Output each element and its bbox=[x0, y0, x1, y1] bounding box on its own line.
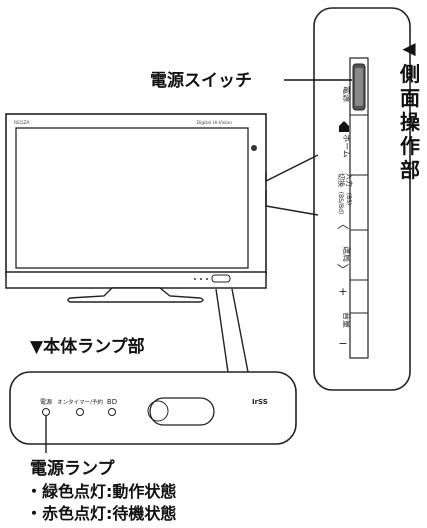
bd-lamp bbox=[108, 408, 116, 416]
title-char-3: 操 bbox=[400, 110, 421, 134]
body-lamp-heading: ▼本体ランプ部 bbox=[30, 336, 145, 357]
title-char-5: 部 bbox=[400, 158, 420, 182]
title-marker: ◀ bbox=[402, 39, 416, 59]
side-wedge-top bbox=[265, 154, 319, 183]
power-switch-highlight bbox=[355, 68, 363, 106]
lamp-leader-right bbox=[231, 288, 249, 373]
lamp-label-sensor: IrSS bbox=[252, 398, 268, 406]
power-switch-callout: 電源スイッチ bbox=[150, 70, 252, 91]
tv-set: REGZA Digital Hi-Vision bbox=[5, 113, 267, 303]
legend-title: 電源ランプ bbox=[30, 458, 115, 479]
power-lamp-legend: 電源ランプ ・緑色点灯:動作状態 ・赤色点灯:待機状態 bbox=[26, 458, 176, 523]
title-char-4: 作 bbox=[400, 134, 420, 158]
title-char-2: 面 bbox=[400, 86, 420, 110]
tv-brand-right: Digital Hi-Vision bbox=[197, 120, 233, 126]
tv-brand-left: REGZA bbox=[14, 120, 31, 126]
remote-sensor-ring bbox=[147, 400, 169, 422]
volume-up-icon: + bbox=[338, 285, 347, 298]
lamp-label-ontimer: オンタイマー/予約 bbox=[57, 398, 103, 406]
side-input-label-d: (BS/Bd) bbox=[337, 192, 344, 214]
channel-down-icon: ﹀ bbox=[337, 263, 349, 277]
tv-sensor bbox=[251, 145, 257, 151]
tv-stand bbox=[67, 287, 204, 303]
ontimer-lamp bbox=[76, 408, 84, 416]
tv-lamp-window bbox=[211, 274, 231, 283]
lamp-label-power: 電源 bbox=[40, 398, 52, 406]
power-lamp bbox=[42, 408, 50, 416]
side-panel: 電源 ホーム 入力 切換 (BS) (BS/Bd) ︿ 選局 ﹀ + 音量 − bbox=[313, 7, 411, 391]
title-char-1: 側 bbox=[399, 62, 420, 86]
lamp-panel: 電源 オンタイマー/予約 BD IrSS bbox=[9, 371, 297, 445]
side-volume-label: 音量 bbox=[342, 312, 352, 328]
legend-line-red: ・赤色点灯:待機状態 bbox=[26, 504, 176, 523]
side-input-label-c: (BS) bbox=[345, 193, 352, 206]
side-power-label: 電源 bbox=[342, 86, 351, 102]
home-icon bbox=[339, 121, 349, 132]
lamp-label-bd: BD bbox=[107, 398, 117, 406]
side-home-label: ホーム bbox=[342, 134, 351, 158]
volume-down-icon: − bbox=[338, 337, 347, 350]
channel-up-icon: ︿ bbox=[337, 217, 349, 231]
side-channel-label: 選局 bbox=[342, 246, 352, 262]
tv-screen bbox=[15, 127, 249, 269]
side-button-column bbox=[349, 57, 369, 359]
side-panel-title: ◀ 側 面 操 作 部 bbox=[399, 39, 421, 182]
side-input-label-b: 切換 bbox=[337, 173, 346, 187]
side-wedge-bottom bbox=[265, 190, 319, 216]
side-input-label-a: 入力 bbox=[345, 173, 354, 187]
lamp-leader-left bbox=[215, 288, 229, 373]
legend-line-green: ・緑色点灯:動作状態 bbox=[26, 482, 176, 501]
